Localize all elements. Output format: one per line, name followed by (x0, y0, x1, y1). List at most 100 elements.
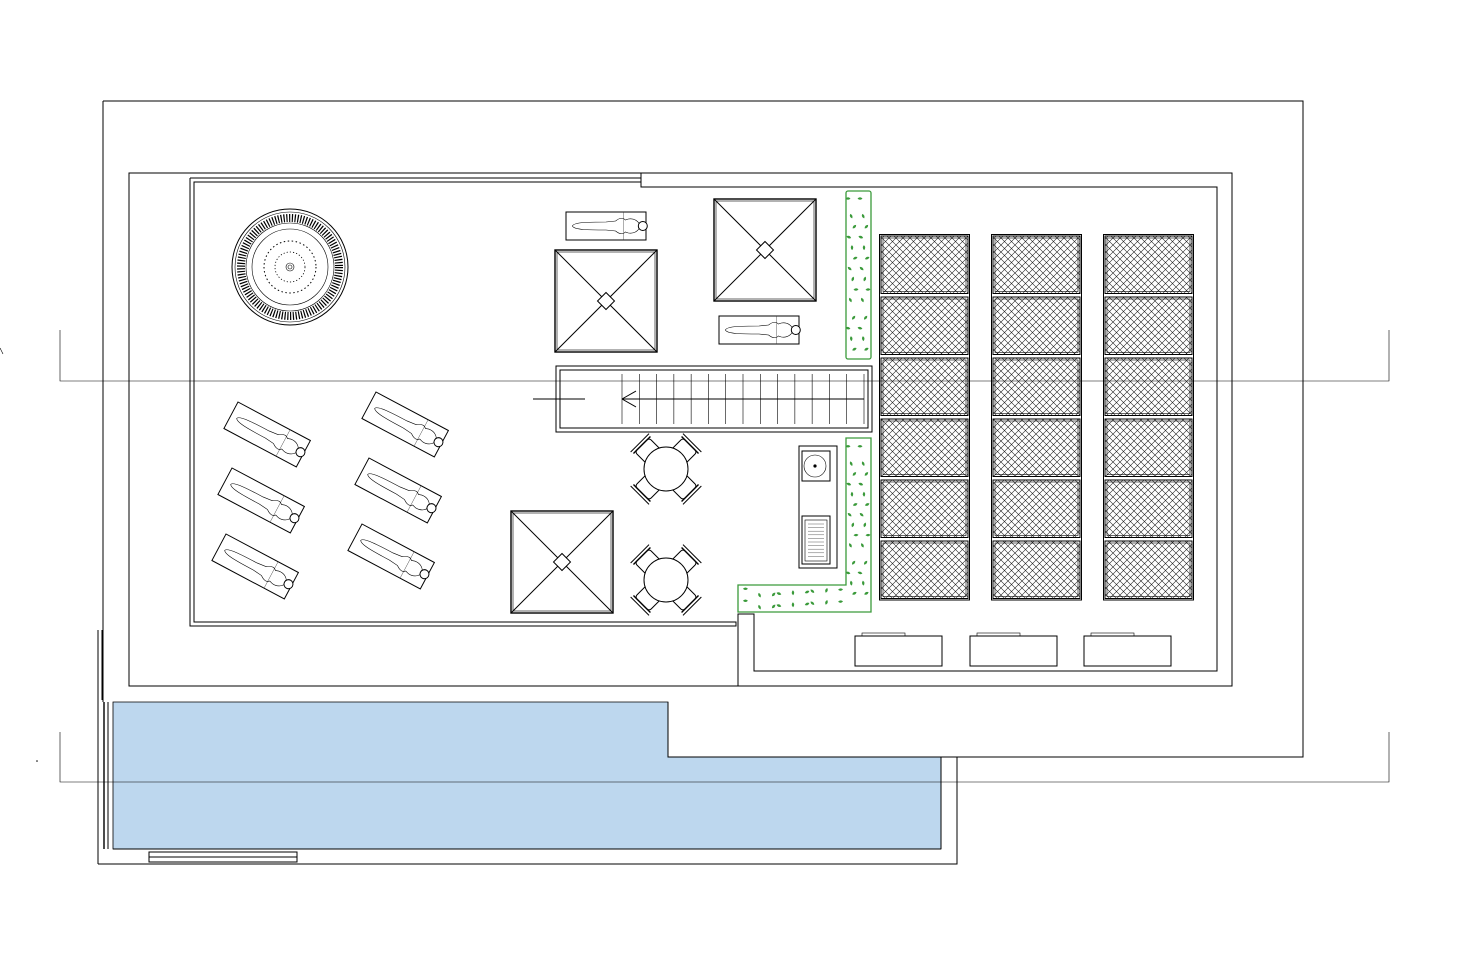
bistro-tables (630, 433, 702, 616)
planter-leaf (771, 604, 776, 609)
planter-leaf (791, 602, 795, 608)
planter-leaf (861, 213, 865, 219)
planter-leaf (849, 461, 853, 467)
planter-leaf (852, 591, 857, 595)
planter-leaf (864, 224, 869, 229)
planter-leaf (861, 336, 865, 342)
planter-leaf (864, 347, 869, 351)
bistro-table (630, 433, 702, 505)
planter-leaf (846, 235, 852, 239)
pool-water (112, 701, 942, 850)
solar-panel (880, 296, 969, 355)
planter-leaf (858, 482, 864, 486)
planter-leaf (852, 224, 857, 229)
solar-panel (880, 479, 969, 538)
planter-leaf (853, 533, 859, 537)
planter-leaf (863, 560, 868, 565)
solar-panel (1104, 235, 1193, 294)
bbq-and-sink-unit (798, 445, 838, 569)
planter-leaf (852, 503, 858, 506)
planter-leaf (864, 472, 869, 476)
solar-panel (992, 235, 1081, 294)
bistro-table (630, 544, 702, 616)
solar-panel (880, 357, 969, 416)
sun-lounger (217, 467, 306, 534)
planter-leaf (862, 245, 866, 251)
planter-leaf (847, 513, 852, 517)
sun-lounger (718, 315, 801, 345)
solar-panel (1104, 540, 1193, 599)
planter-leaf (838, 600, 844, 603)
planter-leaf (771, 592, 776, 597)
planter-leaf (845, 197, 851, 200)
sun-lounger (223, 401, 312, 468)
planter-leaf (860, 543, 864, 548)
solar-panel-arrays (879, 234, 1194, 601)
planter-leaf (850, 245, 854, 251)
planter-leaf (838, 588, 844, 591)
parasols (510, 198, 817, 614)
planter-leaf (849, 213, 853, 219)
solar-panel (992, 540, 1081, 599)
planter-leaf (742, 587, 748, 591)
planter-leaf (758, 592, 761, 598)
planter-leaf (864, 591, 869, 595)
sun-loungers (211, 211, 801, 600)
planter-leaf (865, 533, 871, 537)
planter-leaf (857, 445, 863, 448)
solar-panel (1104, 479, 1193, 538)
planter-leaf (861, 461, 865, 467)
planter-leaf (810, 589, 815, 593)
parasol (510, 510, 614, 614)
hot-tub (231, 208, 349, 326)
sun-lounger (347, 523, 436, 590)
table-top (643, 446, 689, 492)
planter-leaf (848, 297, 852, 303)
planter (737, 190, 872, 613)
equipment-box (854, 635, 943, 667)
sun-lounger (211, 533, 300, 600)
planter-leaf (849, 336, 853, 342)
planter-leaf (776, 604, 782, 607)
planter-leaf (810, 601, 815, 605)
equipment-boxes (854, 632, 1172, 667)
planter-leaf (852, 256, 858, 260)
planter-leaf (742, 599, 748, 603)
parasol (713, 198, 817, 302)
equipment-box (969, 635, 1058, 667)
planter-leaf (863, 315, 868, 320)
section-cut-line (0, 330, 1390, 783)
planter-leaf (848, 543, 852, 548)
planter-leaf (851, 315, 856, 320)
planter-leaf (865, 288, 871, 291)
planter-leaf (852, 347, 857, 351)
planter-leaf (846, 482, 852, 486)
table-top (643, 557, 689, 603)
planter-leaf (862, 491, 866, 497)
planter-leaf (863, 276, 867, 282)
solar-panel (1104, 296, 1193, 355)
planter-leaf (850, 491, 854, 497)
planter-leaf (864, 503, 870, 506)
planter-leaf (859, 266, 864, 271)
planter-leaf (861, 580, 865, 586)
staircase (533, 365, 873, 433)
terrace-parapet (128, 172, 1233, 687)
planter-leaf (847, 266, 852, 271)
planter-leaf (857, 571, 863, 575)
planter-leaf (852, 472, 857, 476)
outer-building-outline (103, 100, 1304, 758)
sun-lounger (565, 211, 648, 241)
solar-panel (880, 418, 969, 477)
planter-leaf (858, 235, 864, 239)
planter-leaf (849, 580, 853, 586)
planter-leaf (825, 588, 828, 593)
planter-leaf (851, 560, 856, 565)
pool-edge (97, 630, 958, 865)
planter-leaf (845, 571, 851, 575)
planter-leaf (845, 326, 851, 330)
planter-leaf (804, 602, 810, 606)
sun-lounger (354, 457, 443, 524)
planter-leaf (851, 522, 855, 528)
